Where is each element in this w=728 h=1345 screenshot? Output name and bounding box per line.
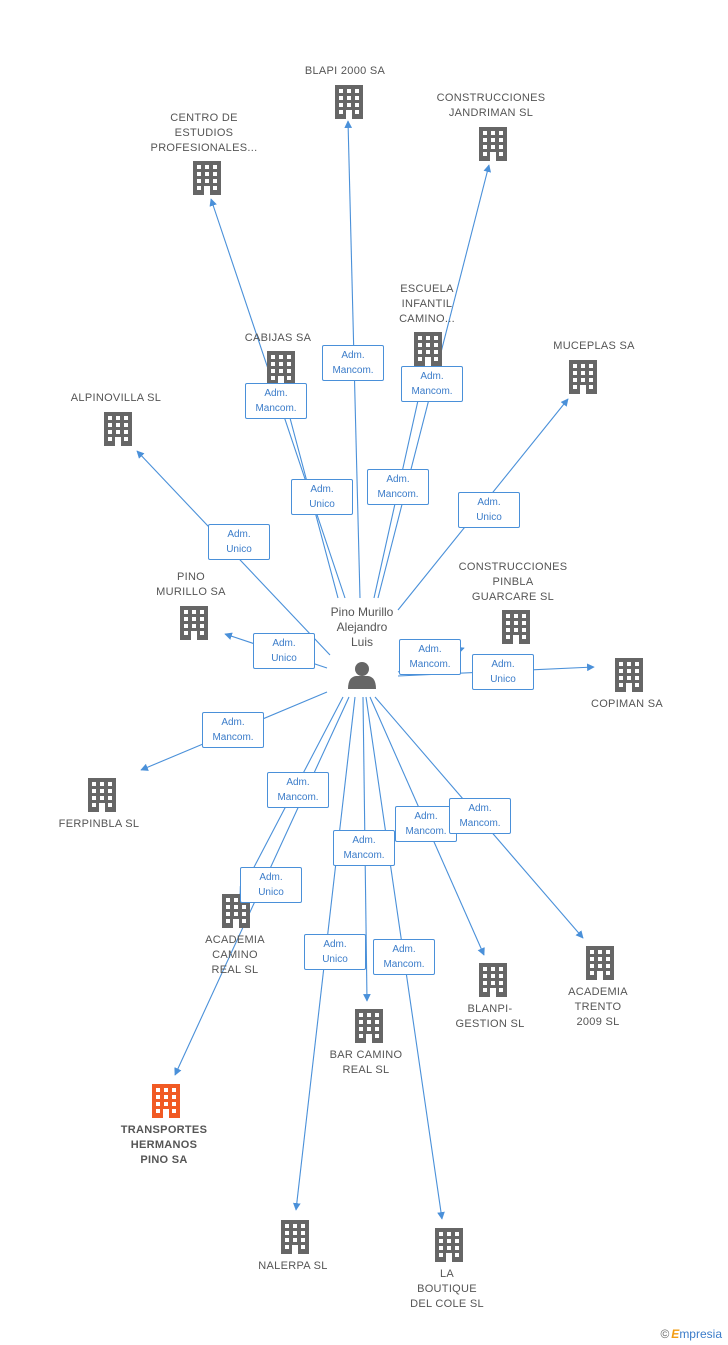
edge-label-nalerpa[interactable]: Adm. Unico bbox=[304, 934, 366, 970]
building-icon-blapi2000[interactable] bbox=[335, 85, 363, 119]
edge-label-construcciones_jandriman[interactable]: Adm. Mancom. bbox=[367, 469, 429, 505]
edge-label-ferpinbla[interactable]: Adm. Mancom. bbox=[202, 712, 264, 748]
company-label-academia_camino[interactable]: ACADEMIA CAMINO REAL SL bbox=[205, 934, 265, 976]
edge-label-blapi2000[interactable]: Adm. Mancom. bbox=[322, 345, 384, 381]
company-label-construcciones_jandriman[interactable]: CONSTRUCCIONES JANDRIMAN SL bbox=[436, 92, 546, 119]
building-icon-academia_trento[interactable] bbox=[586, 946, 614, 980]
edge-label-alpinovilla[interactable]: Adm. Unico bbox=[208, 524, 270, 560]
building-icon-cabijas[interactable] bbox=[267, 351, 295, 385]
building-icon-construcciones_jandriman[interactable] bbox=[479, 127, 507, 161]
building-icon-escuela_infantil[interactable] bbox=[414, 332, 442, 366]
brand-initial: E bbox=[671, 1327, 680, 1341]
building-icon-ferpinbla[interactable] bbox=[88, 778, 116, 812]
building-icon-transportes[interactable] bbox=[152, 1084, 180, 1118]
edge-label-pino_murillo[interactable]: Adm. Unico bbox=[253, 633, 315, 669]
company-label-copiman[interactable]: COPIMAN SA bbox=[590, 698, 664, 710]
building-icon-centro_estudios[interactable] bbox=[193, 161, 221, 195]
edge-label-escuela_infantil[interactable]: Adm. Mancom. bbox=[401, 366, 463, 402]
company-label-escuela_infantil[interactable]: ESCUELA INFANTIL CAMINO... bbox=[399, 283, 455, 325]
company-label-nalerpa[interactable]: NALERPA SL bbox=[258, 1260, 328, 1272]
company-label-alpinovilla[interactable]: ALPINOVILLA SL bbox=[70, 392, 162, 404]
copyright-symbol: © bbox=[660, 1327, 670, 1341]
company-label-pino_murillo[interactable]: PINO MURILLO SA bbox=[156, 571, 226, 598]
edge-label-construcciones_pinbla[interactable]: Adm. Mancom. bbox=[399, 639, 461, 675]
edge-label-muceplas[interactable]: Adm. Unico bbox=[458, 492, 520, 528]
edge-label-academia_camino[interactable]: Adm. Mancom. bbox=[267, 772, 329, 808]
company-label-ferpinbla[interactable]: FERPINBLA SL bbox=[58, 818, 140, 830]
company-label-centro_estudios[interactable]: CENTRO DE ESTUDIOS PROFESIONALES... bbox=[150, 112, 258, 154]
company-label-blanpi[interactable]: BLANPI- GESTION SL bbox=[455, 1003, 525, 1030]
edge-label-copiman[interactable]: Adm. Unico bbox=[472, 654, 534, 690]
company-label-construcciones_pinbla[interactable]: CONSTRUCCIONES PINBLA GUARCARE SL bbox=[458, 561, 568, 603]
building-icon-construcciones_pinbla[interactable] bbox=[502, 610, 530, 644]
building-icon-muceplas[interactable] bbox=[569, 360, 597, 394]
center-person-name[interactable]: Pino Murillo Alejandro Luis bbox=[330, 605, 394, 649]
building-icon-nalerpa[interactable] bbox=[281, 1220, 309, 1254]
building-icon-bar_camino[interactable] bbox=[355, 1009, 383, 1043]
building-icon-alpinovilla[interactable] bbox=[104, 412, 132, 446]
building-icon-la_boutique[interactable] bbox=[435, 1228, 463, 1262]
company-label-bar_camino[interactable]: BAR CAMINO REAL SL bbox=[329, 1049, 403, 1076]
company-label-la_boutique[interactable]: LA BOUTIQUE DEL COLE SL bbox=[410, 1268, 484, 1310]
edge-label-la_boutique[interactable]: Adm. Mancom. bbox=[373, 939, 435, 975]
company-label-cabijas[interactable]: CABIJAS SA bbox=[244, 332, 312, 344]
company-label-blapi2000[interactable]: BLAPI 2000 SA bbox=[304, 65, 386, 77]
person-icon[interactable] bbox=[348, 662, 376, 689]
edge-label-transportes[interactable]: Adm. Unico bbox=[240, 867, 302, 903]
brand-name: mpresia bbox=[679, 1327, 722, 1341]
building-icon-pino_murillo[interactable] bbox=[180, 606, 208, 640]
edge-label-bar_camino[interactable]: Adm. Mancom. bbox=[333, 830, 395, 866]
building-icon-blanpi[interactable] bbox=[479, 963, 507, 997]
edge-label-cabijas[interactable]: Adm. Unico bbox=[291, 479, 353, 515]
company-label-academia_trento[interactable]: ACADEMIA TRENTO 2009 SL bbox=[568, 986, 628, 1028]
building-icon-copiman[interactable] bbox=[615, 658, 643, 692]
company-label-muceplas[interactable]: MUCEPLAS SA bbox=[553, 340, 635, 352]
company-label-transportes[interactable]: TRANSPORTES HERMANOS PINO SA bbox=[120, 1124, 208, 1166]
edge-label-blanpi[interactable]: Adm. Mancom. bbox=[395, 806, 457, 842]
watermark: ©Empresia bbox=[660, 1327, 722, 1341]
edge-label-academia_trento[interactable]: Adm. Mancom. bbox=[449, 798, 511, 834]
edge-label-centro_estudios[interactable]: Adm. Mancom. bbox=[245, 383, 307, 419]
